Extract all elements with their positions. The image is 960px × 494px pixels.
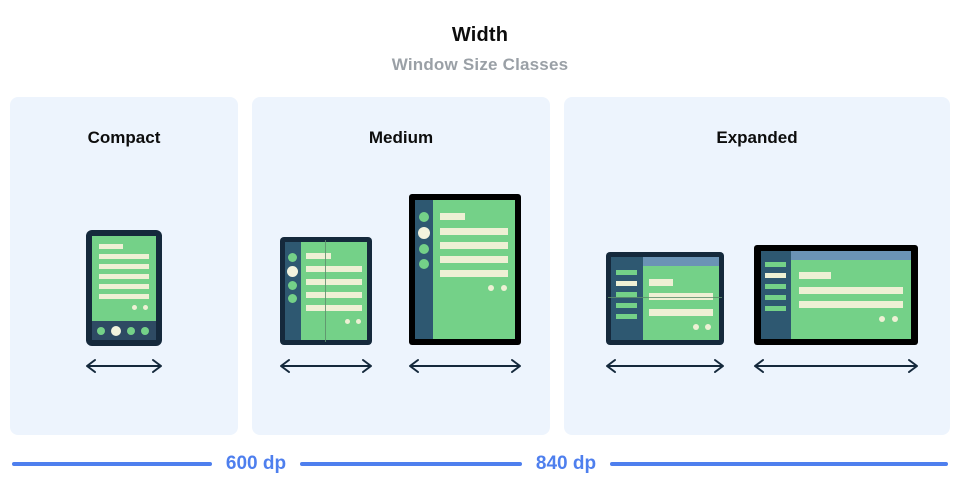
rail-item bbox=[616, 292, 637, 297]
content-bar bbox=[99, 294, 149, 299]
content-dot bbox=[705, 324, 711, 330]
breakpoint-line-right bbox=[610, 462, 948, 466]
width-arrow-foldable-landscape bbox=[602, 357, 728, 375]
phone-screen bbox=[92, 236, 156, 321]
rail-item bbox=[765, 284, 786, 289]
panel-label-medium: Medium bbox=[368, 128, 434, 147]
rail-item bbox=[616, 314, 637, 319]
content-bar bbox=[99, 284, 149, 289]
rail-item bbox=[616, 270, 637, 275]
rail-circle-active bbox=[287, 266, 298, 277]
content-bar bbox=[799, 287, 903, 294]
content-dot bbox=[143, 305, 148, 310]
phone-bottom-nav bbox=[92, 321, 156, 340]
content-bar bbox=[99, 244, 123, 249]
content-bar bbox=[649, 309, 713, 316]
content-bar bbox=[99, 274, 149, 279]
content-bar bbox=[306, 253, 331, 259]
rail-item-active bbox=[616, 281, 637, 286]
rail-circle bbox=[288, 253, 297, 262]
content-dot bbox=[488, 285, 494, 291]
content-bar bbox=[306, 279, 362, 285]
breakpoint-line-middle bbox=[300, 462, 522, 466]
rail-item bbox=[765, 306, 786, 311]
page-subtitle: Window Size Classes bbox=[391, 55, 569, 74]
device-tablet-landscape bbox=[754, 245, 918, 345]
content-bar bbox=[799, 301, 903, 308]
content-dot bbox=[345, 319, 350, 324]
nav-circle-active bbox=[111, 326, 121, 336]
nav-circle bbox=[141, 327, 149, 335]
rail-circle bbox=[288, 281, 297, 290]
content-bar bbox=[306, 266, 362, 272]
rail-item bbox=[765, 295, 786, 300]
content-dot bbox=[132, 305, 137, 310]
content-dot bbox=[693, 324, 699, 330]
rail-circle-active bbox=[418, 227, 430, 239]
panel-expanded: Expanded bbox=[564, 97, 950, 435]
panel-medium: Medium bbox=[252, 97, 550, 435]
content-bar bbox=[306, 305, 362, 311]
app-top-bar bbox=[791, 251, 911, 260]
content-bar bbox=[306, 292, 362, 298]
content-bar bbox=[799, 272, 831, 279]
tablet-screen bbox=[433, 200, 515, 339]
rail-circle bbox=[419, 212, 429, 222]
rail-circle bbox=[419, 259, 429, 269]
fold-crease bbox=[608, 297, 722, 298]
tablet-screen bbox=[791, 251, 911, 339]
content-bar bbox=[440, 242, 508, 249]
breakpoint-line-left bbox=[12, 462, 212, 466]
rail-circle bbox=[288, 294, 297, 303]
rail-item bbox=[765, 262, 786, 267]
page-title: Width bbox=[451, 24, 509, 46]
width-arrow-tablet-portrait bbox=[405, 357, 525, 375]
panel-compact: Compact bbox=[10, 97, 238, 435]
rail-item-active bbox=[765, 273, 786, 278]
content-bar bbox=[440, 270, 508, 277]
app-top-bar bbox=[643, 257, 719, 266]
panel-label-compact: Compact bbox=[87, 128, 161, 147]
content-bar bbox=[99, 254, 149, 259]
device-foldable-landscape bbox=[606, 252, 724, 345]
breakpoint-label-600dp: 600 dp bbox=[225, 453, 287, 474]
width-arrow-compact bbox=[82, 357, 166, 375]
breakpoint-label-840dp: 840 dp bbox=[535, 453, 597, 474]
navigation-rail bbox=[611, 257, 643, 340]
content-bar bbox=[440, 256, 508, 263]
content-bar bbox=[440, 213, 465, 220]
rail-item bbox=[616, 303, 637, 308]
width-arrow-foldable-portrait bbox=[276, 357, 376, 375]
fold-crease bbox=[325, 240, 326, 342]
content-dot bbox=[879, 316, 885, 322]
nav-circle bbox=[97, 327, 105, 335]
nav-circle bbox=[127, 327, 135, 335]
content-bar bbox=[649, 293, 713, 300]
content-dot bbox=[356, 319, 361, 324]
content-bar bbox=[649, 279, 673, 286]
panel-label-expanded: Expanded bbox=[716, 128, 798, 147]
device-tablet-portrait bbox=[409, 194, 521, 345]
rail-circle bbox=[419, 244, 429, 254]
width-arrow-tablet-landscape bbox=[750, 357, 922, 375]
device-foldable-unfolded-portrait bbox=[280, 237, 372, 345]
navigation-rail bbox=[415, 200, 433, 339]
device-phone-portrait bbox=[86, 230, 162, 346]
foldable-screen bbox=[643, 257, 719, 340]
content-dot bbox=[501, 285, 507, 291]
navigation-rail bbox=[285, 242, 301, 340]
content-dot bbox=[892, 316, 898, 322]
content-bar bbox=[99, 264, 149, 269]
navigation-rail bbox=[761, 251, 791, 339]
foldable-screen bbox=[301, 242, 367, 340]
content-bar bbox=[440, 228, 508, 235]
